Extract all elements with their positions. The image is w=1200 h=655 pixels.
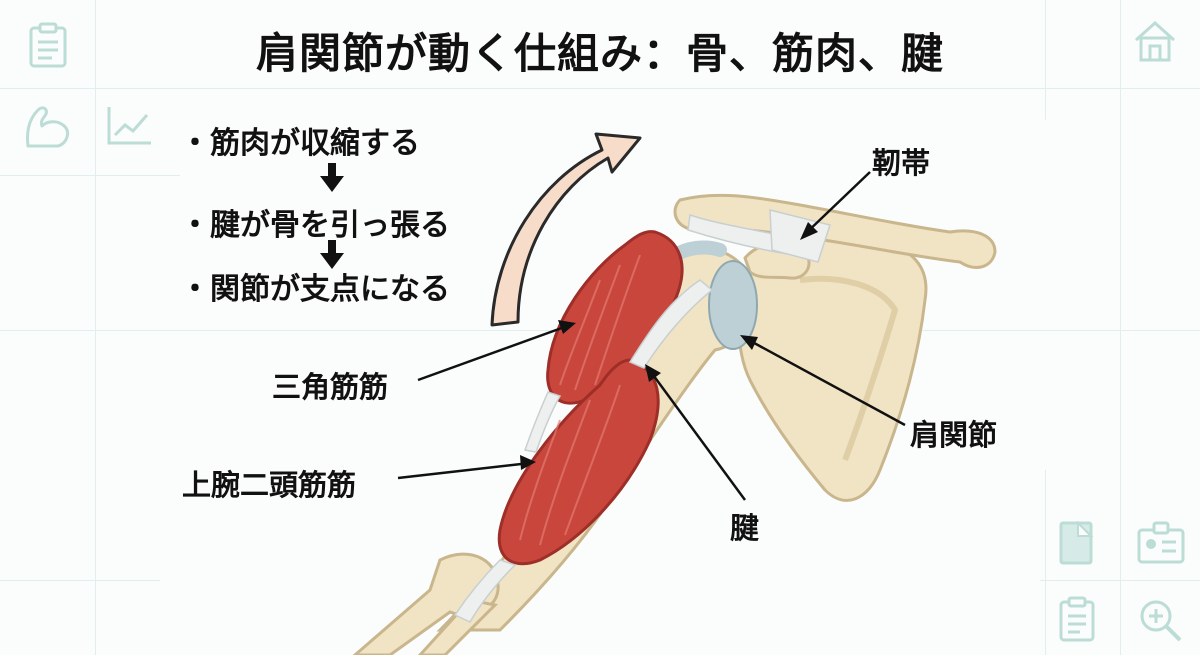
forearm-bone (417, 598, 499, 655)
zoom-in-icon (1140, 600, 1182, 642)
label-shoulder-joint: 肩関節 (910, 418, 998, 452)
biceps-muscle (497, 358, 660, 566)
forearm-bone (352, 552, 500, 655)
grid-line (0, 175, 180, 176)
tendon (524, 391, 562, 453)
checklist-icon (1059, 596, 1095, 642)
flexed-arm-icon (26, 106, 70, 148)
biceps-leader (397, 461, 531, 480)
trend-chart-icon (107, 107, 151, 145)
ligament-leader (802, 171, 871, 237)
tendon-leader (646, 367, 747, 501)
label-biceps: 上腕二頭筋筋 (182, 468, 357, 502)
clipboard-icon (29, 22, 67, 68)
down-arrow-icon (320, 240, 344, 269)
down-arrow-icon (320, 163, 344, 192)
page-title: 肩関節が動く仕組み：骨、筋肉、腱 (255, 29, 944, 78)
label-tendon: 腱 (730, 511, 760, 545)
glenoid-cartilage (708, 260, 758, 350)
grid-line (0, 580, 160, 581)
document-icon (1059, 520, 1094, 565)
grid-line (1120, 0, 1121, 655)
tendon (628, 279, 714, 369)
grid-line (0, 88, 1200, 89)
home-icon (1134, 20, 1176, 62)
deltoid-leader (417, 323, 571, 382)
label-ligament: 靭帯 (872, 146, 931, 180)
step-muscle-contracts: ・筋肉が収縮する (180, 126, 420, 161)
grid-line (1045, 0, 1046, 120)
tendon (453, 559, 517, 623)
step-tendon-pulls-bone: ・腱が骨を引っ張る (180, 208, 450, 243)
motion-arrow (490, 132, 642, 327)
grid-line (1045, 470, 1046, 655)
grid-line (95, 0, 96, 655)
shoulder-joint-leader (744, 336, 906, 427)
step-joint-pivot: ・関節が支点になる (180, 272, 450, 307)
label-deltoid: 三角筋筋 (272, 370, 389, 404)
id-card-icon (1137, 521, 1185, 564)
